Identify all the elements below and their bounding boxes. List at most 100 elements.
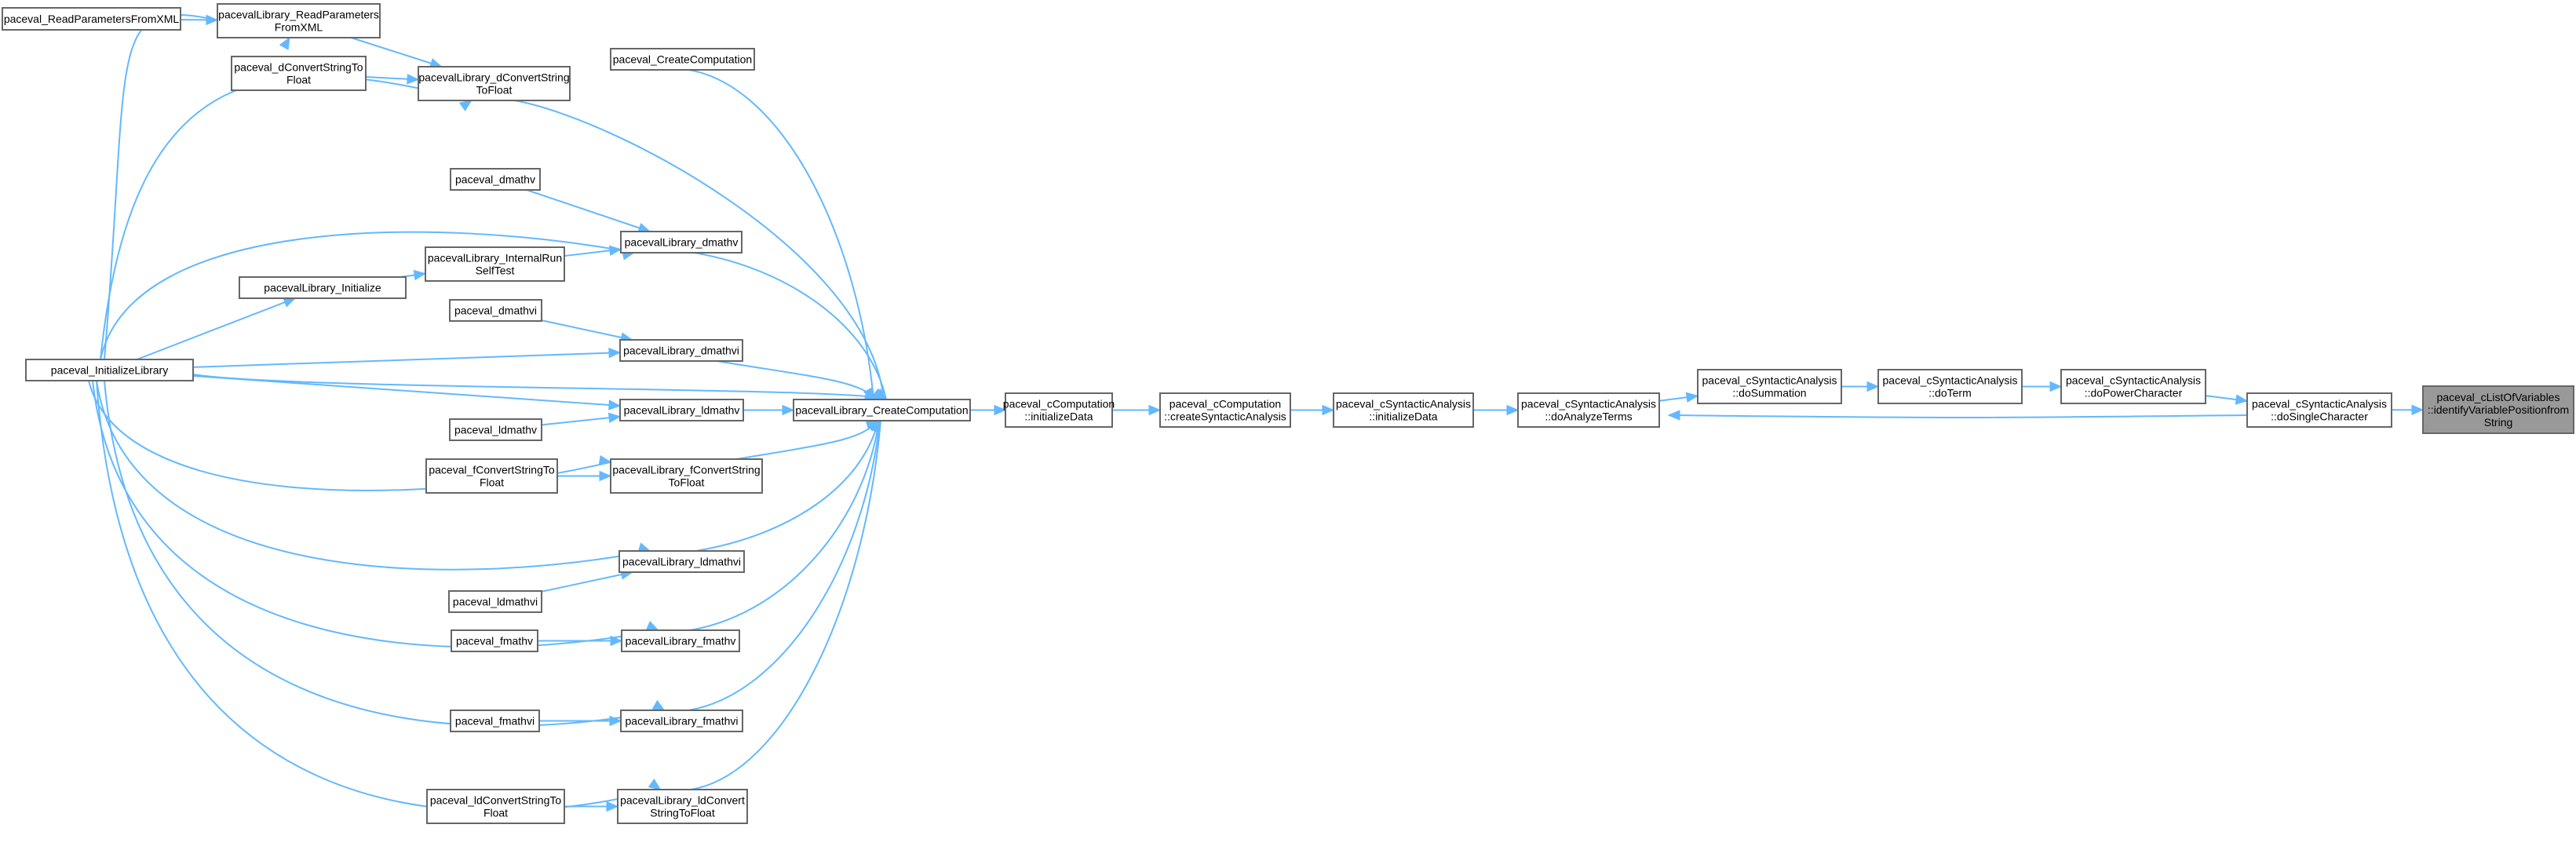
graph-node[interactable]: paceval_cSyntacticAnalysis::doAnalyzeTer… <box>1517 392 1660 428</box>
arrowhead-icon <box>2235 394 2249 405</box>
edges <box>88 13 2425 812</box>
node-label: pacevalLibrary_dmathv <box>625 236 739 249</box>
graph-node[interactable]: pacevalLibrary_ldmathvi <box>618 550 745 573</box>
arrowhead-icon <box>599 470 612 482</box>
node-label: paceval_cComputation <box>1169 398 1281 410</box>
node-label: paceval_dmathv <box>455 173 535 186</box>
node-box <box>620 231 743 254</box>
node-label: String <box>2484 416 2513 429</box>
edge-n_sa_single-to-n_sa_analyze <box>1667 410 2248 421</box>
node-box <box>793 399 971 421</box>
node-label: pacevalLibrary_Initialize <box>264 282 381 294</box>
node-label: ::identifyVariablePositionfrom <box>2428 403 2569 416</box>
arrowhead-icon <box>608 347 622 359</box>
edge-n_dmathv-to-n_lib_dmathv <box>526 189 651 233</box>
edge-n_initlib-to-n_lib_ldconv <box>96 380 662 812</box>
graph-node[interactable]: paceval_cComputation::initializeData <box>1003 392 1115 428</box>
graph-node[interactable]: paceval_CreateComputation <box>610 48 755 71</box>
node-box <box>450 710 540 732</box>
node-label: ::createSyntacticAnalysis <box>1164 410 1286 423</box>
edge-n_ldmathv-to-n_lib_ldmathv <box>541 412 622 426</box>
edge-line <box>693 252 887 400</box>
arrowhead-icon <box>1322 404 1335 416</box>
graph-node[interactable]: pacevalLibrary_CreateComputation <box>793 399 971 421</box>
node-label: paceval_dConvertStringTo <box>234 61 363 74</box>
graph-node[interactable]: paceval_ldmathv <box>449 418 542 441</box>
edge-line <box>717 360 877 400</box>
graph-node[interactable]: paceval_cSyntacticAnalysis::initializeDa… <box>1333 392 1474 428</box>
graph-node[interactable]: paceval_cComputation::createSyntacticAna… <box>1159 392 1291 428</box>
graph-node[interactable]: pacevalLibrary_Initialize <box>239 276 407 299</box>
node-box <box>426 789 565 824</box>
node-label: paceval_ReadParametersFromXML <box>4 13 180 25</box>
edge-line <box>351 37 442 67</box>
node-label: paceval_cSyntacticAnalysis <box>2066 374 2201 387</box>
edge-line <box>526 189 651 232</box>
edge-line <box>92 380 659 648</box>
edge-line <box>695 420 879 552</box>
graph-node[interactable]: pacevalLibrary_ldmathv <box>619 399 744 421</box>
node-label: pacevalLibrary_CreateComputation <box>795 404 968 417</box>
graph-node[interactable]: paceval_ldmathvi <box>448 590 542 613</box>
graph-node[interactable]: paceval_InitializeLibrary <box>25 359 194 381</box>
node-label: pacevalLibrary_ldmathvi <box>622 556 741 568</box>
edge-n_readxml-to-n_lib_readxml <box>180 14 219 26</box>
node-box <box>425 458 558 494</box>
node-label: paceval_cSyntacticAnalysis <box>1336 398 1471 410</box>
graph-node[interactable]: paceval_fmathvi <box>450 710 540 732</box>
node-box <box>418 66 571 101</box>
node-label: pacevalLibrary_fmathv <box>626 635 736 648</box>
node-label: pacevalLibrary_dmathvi <box>623 345 739 357</box>
edge-line <box>688 69 874 400</box>
arrowhead-icon <box>1148 404 1162 416</box>
node-label: paceval_cListOfVariables <box>2437 391 2560 403</box>
graph-node[interactable]: paceval_cSyntacticAnalysis::doTerm <box>1877 369 2023 404</box>
graph-node[interactable]: paceval_cSyntacticAnalysis::doPowerChara… <box>2060 369 2206 404</box>
graph-node[interactable]: paceval_dmathvi <box>449 299 542 322</box>
arrowhead-icon <box>782 404 795 416</box>
node-box <box>25 359 194 381</box>
node-box <box>620 710 743 732</box>
graph-node[interactable]: paceval_cSyntacticAnalysis::doSummation <box>1697 369 1842 404</box>
edge-n_sa_init-to-n_sa_analyze <box>1473 404 1520 416</box>
edge-line <box>541 415 621 426</box>
node-label: ::doTerm <box>1928 387 1971 399</box>
arrowhead-icon <box>279 36 290 50</box>
edge-line <box>541 319 633 341</box>
graph-node[interactable]: paceval_dmathv <box>450 168 541 191</box>
edge-n_fconv-to-n_lib_fconv <box>557 470 612 482</box>
node-box <box>1697 369 1842 404</box>
node-box <box>1877 369 2023 404</box>
graph-node[interactable]: pacevalLibrary_fmathv <box>621 629 740 652</box>
arrowhead-icon <box>651 699 666 711</box>
node-label: paceval_InitializeLibrary <box>51 364 168 377</box>
node-label: pacevalLibrary_ldmathv <box>624 404 740 417</box>
graph-node[interactable]: pacevalLibrary_ReadParametersFromXML <box>217 3 381 38</box>
graph-node[interactable]: pacevalLibrary_dmathv <box>620 231 743 254</box>
graph-node[interactable]: paceval_fmathv <box>451 629 538 652</box>
edge-n_initlib-to-n_lib_init <box>137 297 297 360</box>
node-label: pacevalLibrary_ReadParameters <box>218 9 379 21</box>
graph-node[interactable]: pacevalLibrary_dmathvi <box>619 339 743 362</box>
edge-n_dconv-to-n_lib_dconv <box>365 73 420 85</box>
graph-node[interactable]: pacevalLibrary_fmathvi <box>620 710 743 732</box>
node-box <box>1005 392 1113 428</box>
graph-node[interactable]: paceval_ReadParametersFromXML <box>2 7 181 31</box>
node-label: paceval_ldConvertStringTo <box>430 794 562 807</box>
node-box <box>1517 392 1660 428</box>
graph-node[interactable]: paceval_cSyntacticAnalysis::doSingleChar… <box>2246 392 2392 428</box>
node-box <box>449 299 542 322</box>
node-box <box>450 168 541 191</box>
edge-line <box>689 420 880 631</box>
nodes: paceval_ReadParametersFromXML pacevalLibr… <box>2 3 2574 824</box>
node-label: paceval_cSyntacticAnalysis <box>1521 398 1656 410</box>
node-label: paceval_cComputation <box>1003 398 1115 410</box>
